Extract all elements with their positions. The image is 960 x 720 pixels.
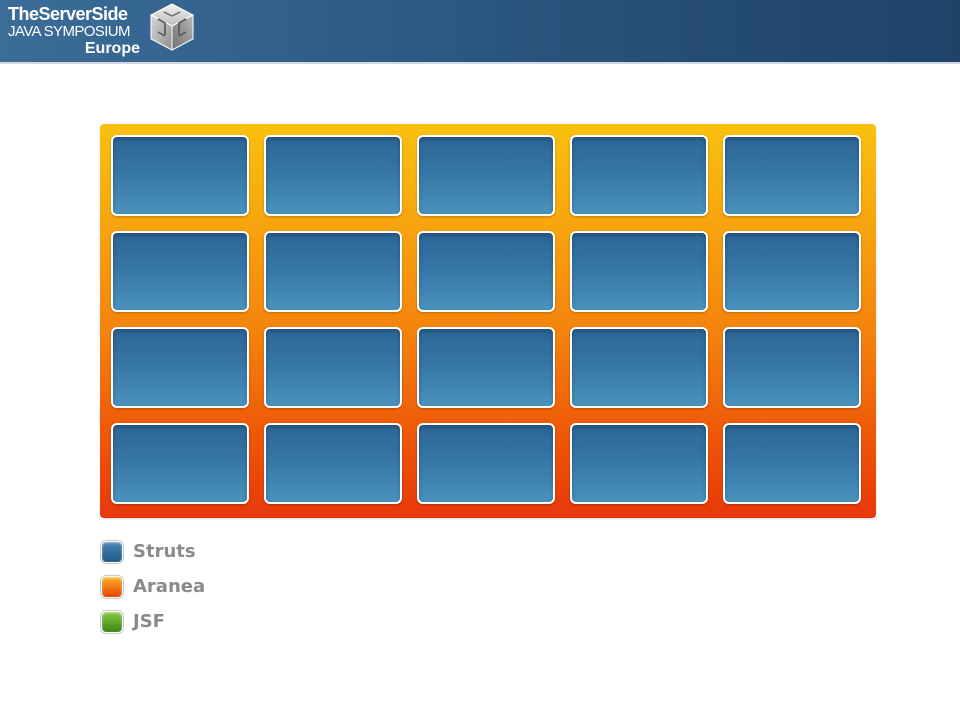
grid-tile <box>264 231 402 312</box>
grid-tile <box>111 135 249 216</box>
grid-tile <box>417 231 555 312</box>
grid-tile <box>417 135 555 216</box>
legend-item-struts: Struts <box>101 540 301 564</box>
logo-line-3: Europe <box>84 40 140 57</box>
grid-tile <box>723 423 861 504</box>
logo-line-1: TheServerSide <box>8 4 128 24</box>
grid-tile <box>570 135 708 216</box>
legend-item-jsf: JSF <box>101 610 301 634</box>
grid-tile <box>723 231 861 312</box>
logo-text: TheServerSide JAVA SYMPOSIUM Europe <box>8 4 144 57</box>
grid-tile <box>111 423 249 504</box>
grid-tile <box>417 423 555 504</box>
grid-tile <box>570 423 708 504</box>
legend-label-struts: Struts <box>133 541 196 562</box>
legend-swatch-aranea <box>101 576 123 598</box>
grid-tile <box>417 327 555 408</box>
grid-tile <box>264 135 402 216</box>
grid-tile <box>264 423 402 504</box>
legend-label-jsf: JSF <box>133 611 165 632</box>
grid-tile <box>723 327 861 408</box>
tile-grid-frame <box>100 124 876 518</box>
grid-tile <box>264 327 402 408</box>
header-divider <box>0 62 960 64</box>
legend-swatch-jsf <box>101 611 123 633</box>
legend-swatch-struts <box>101 541 123 563</box>
logo-line-2: JAVA SYMPOSIUM <box>8 23 131 40</box>
grid-tile <box>111 327 249 408</box>
grid-tile <box>111 231 249 312</box>
grid-tile <box>570 231 708 312</box>
grid-tile <box>570 327 708 408</box>
legend-item-aranea: Aranea <box>101 575 301 599</box>
grid-tile <box>723 135 861 216</box>
header-banner: TheServerSide JAVA SYMPOSIUM Europe <box>0 0 960 62</box>
cube-logo-icon <box>149 3 195 51</box>
legend-label-aranea: Aranea <box>133 576 206 597</box>
